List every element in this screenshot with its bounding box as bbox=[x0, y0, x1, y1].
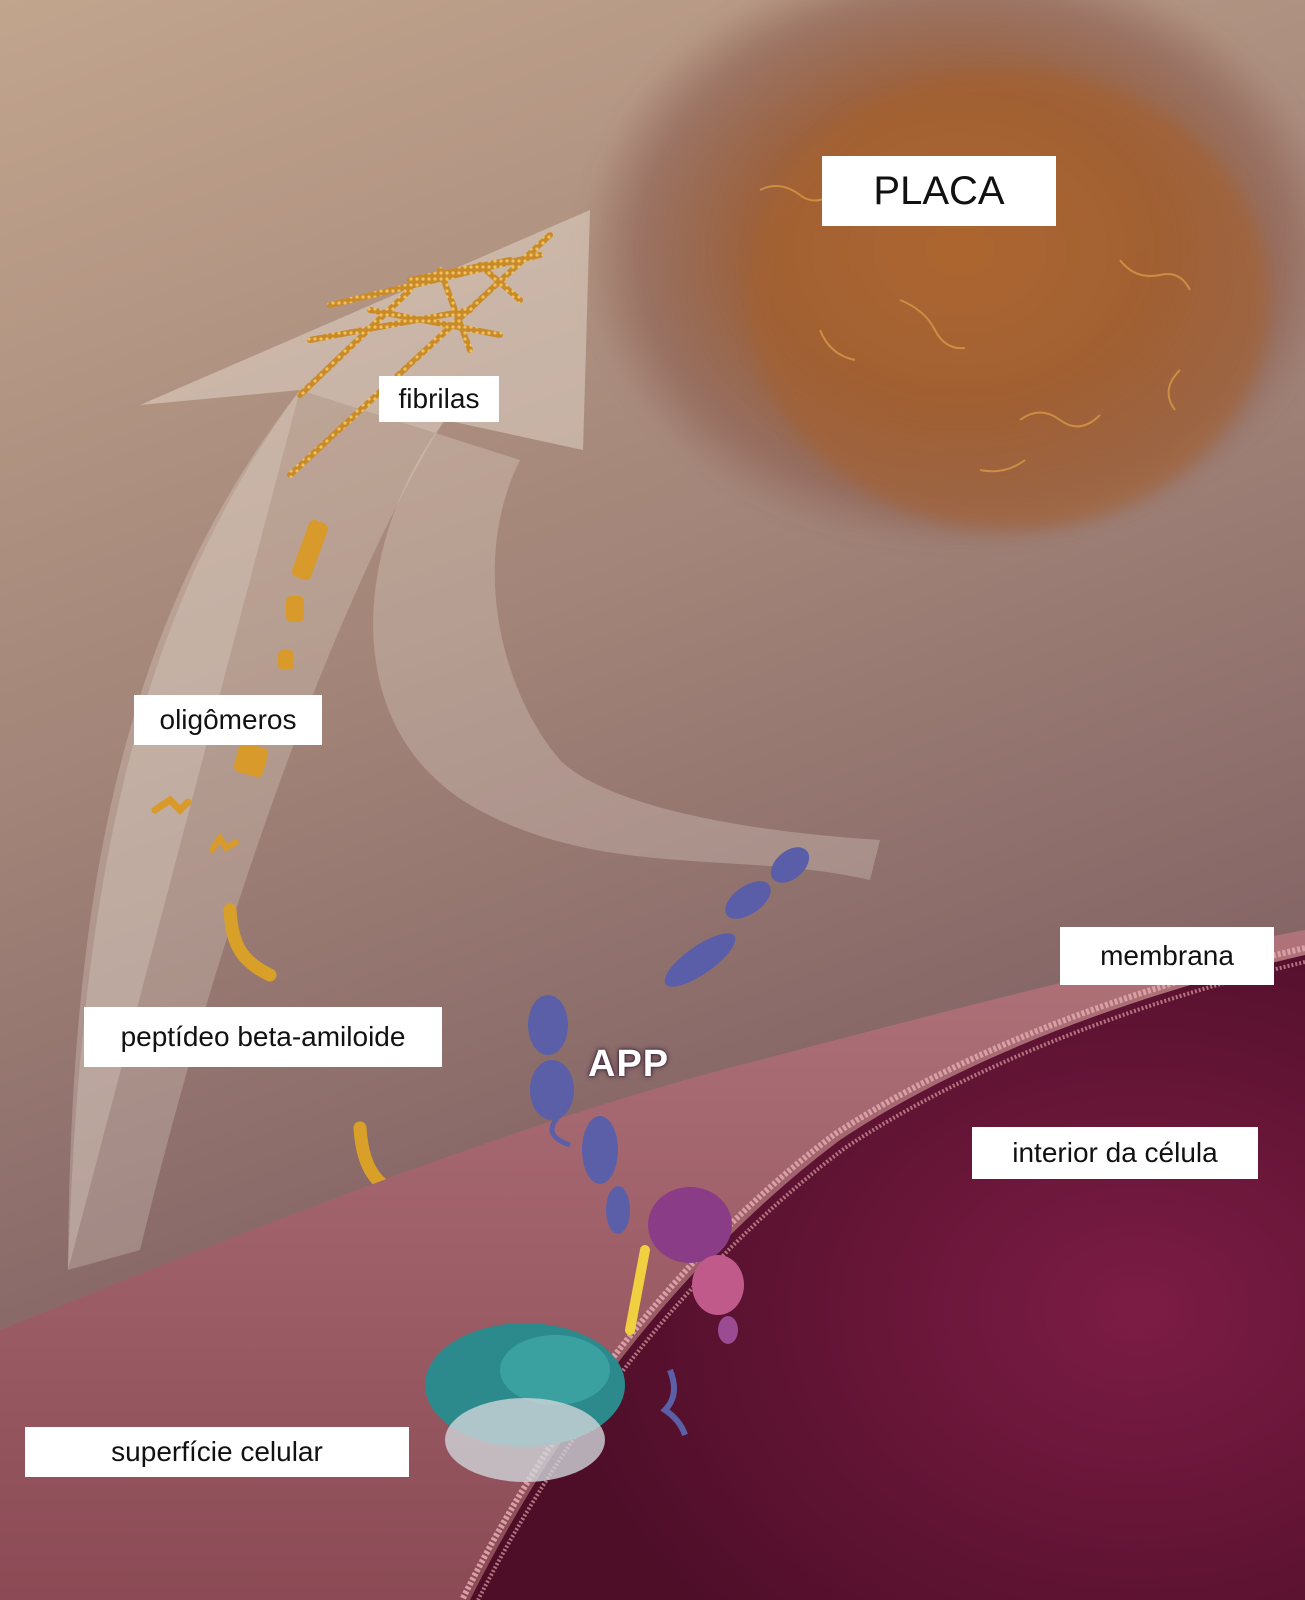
fibrils-label: fibrilas bbox=[379, 376, 499, 422]
aggregation-arrow bbox=[68, 210, 880, 1270]
plaque-label: PLACA bbox=[822, 156, 1056, 226]
beta-secretase bbox=[648, 1187, 744, 1344]
cell-interior-label: interior da célula bbox=[972, 1127, 1258, 1179]
arrow-shaft bbox=[68, 210, 590, 1270]
app-protein bbox=[528, 995, 630, 1234]
app-label: APP bbox=[588, 1043, 670, 1085]
membrane-label: membrana bbox=[1060, 927, 1274, 985]
oligomers bbox=[151, 520, 328, 853]
transmembrane-segment bbox=[625, 1245, 688, 1437]
gamma-secretase bbox=[425, 1323, 625, 1482]
beta-amyloid-peptide-label: peptídeo beta-amiloide bbox=[84, 1007, 442, 1067]
app-fragment bbox=[664, 847, 810, 987]
cell-interior bbox=[470, 955, 1305, 1600]
oligomers-label: oligômeros bbox=[134, 695, 322, 745]
cell-surface-label: superfície celular bbox=[25, 1427, 409, 1477]
fibrils bbox=[287, 232, 553, 478]
